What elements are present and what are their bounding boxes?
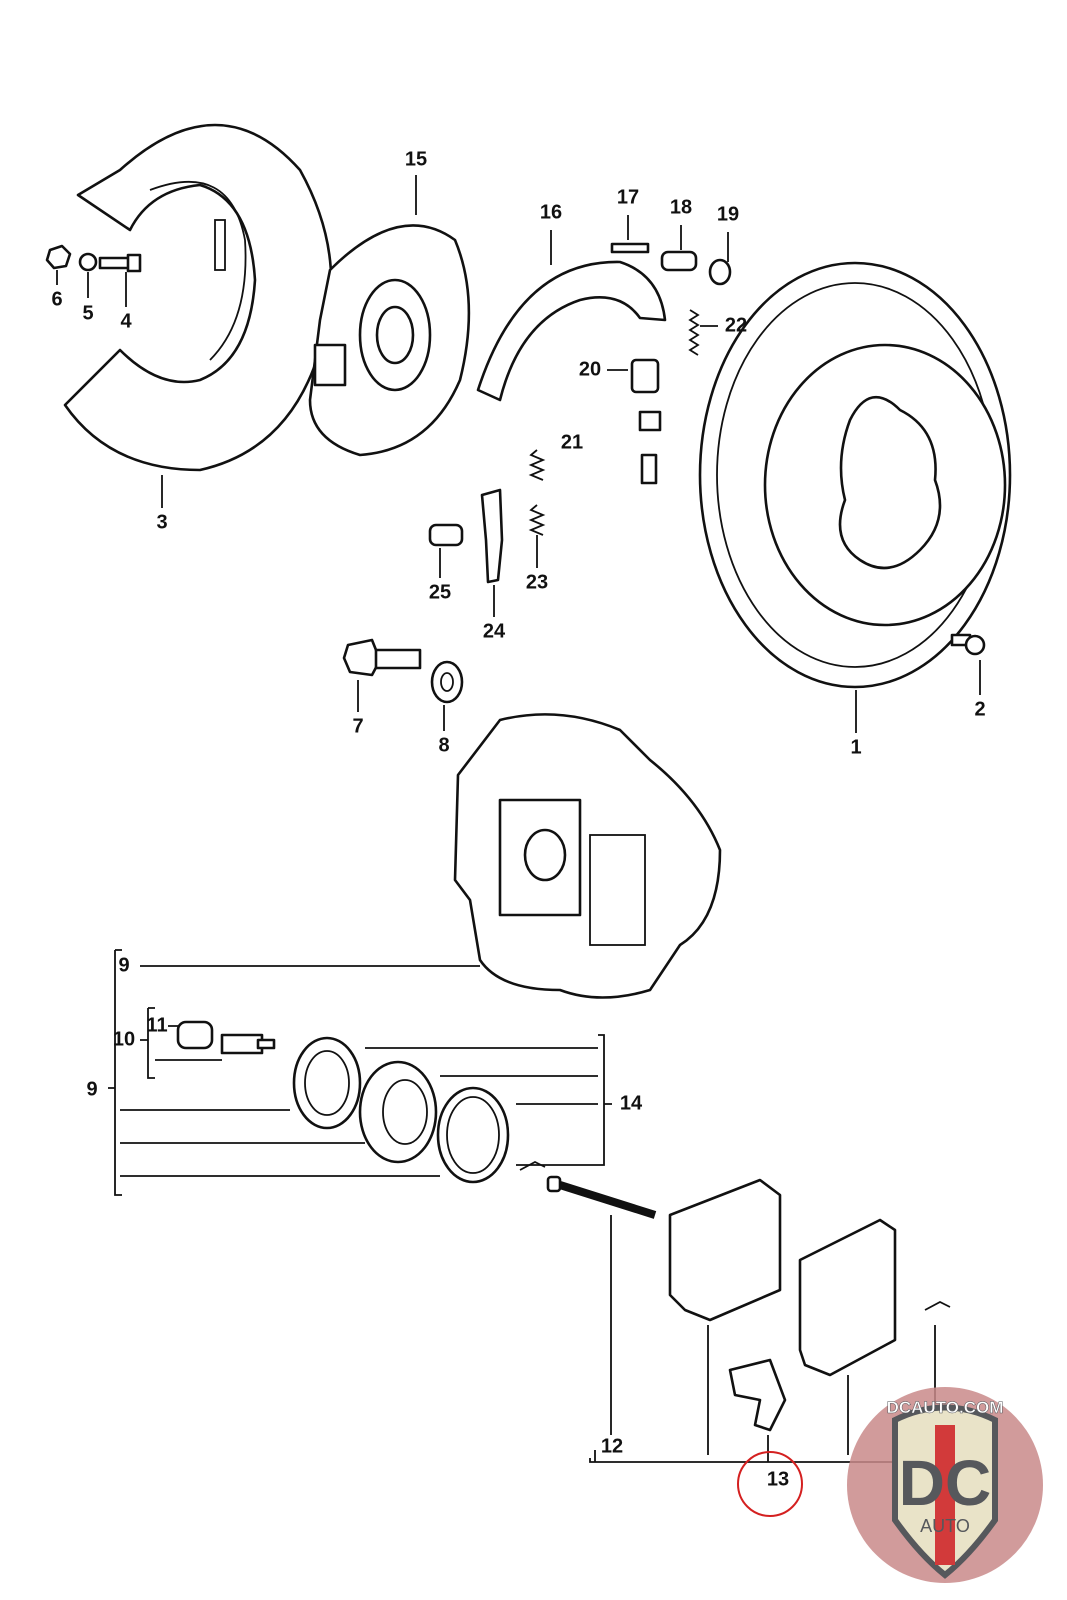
part-21-adjuster-set — [638, 410, 662, 485]
callout-1: 1 — [850, 736, 862, 759]
part-15-backing-plate — [308, 224, 471, 457]
svg-text:AUTO: AUTO — [920, 1516, 970, 1536]
part-14-seal-kit — [292, 1036, 510, 1184]
callout-9-side: 9 — [86, 1078, 98, 1101]
callout-23: 23 — [525, 571, 549, 594]
part-24-lever — [480, 488, 504, 584]
part-25-spring — [428, 523, 464, 547]
part-5-washer — [78, 252, 98, 272]
part-4-bolt — [98, 253, 142, 273]
callout-12: 12 — [600, 1435, 624, 1458]
callout-22: 22 — [724, 314, 748, 337]
callout-25: 25 — [428, 581, 452, 604]
callout-20: 20 — [578, 358, 602, 381]
part-10-bleeder-valve — [220, 1033, 276, 1055]
part-1-brake-rotor — [698, 261, 1012, 689]
callout-18: 18 — [669, 196, 693, 219]
highlight-circle-13 — [737, 1451, 803, 1517]
callout-9-top: 9 — [118, 954, 130, 977]
part-9-brake-caliper — [453, 713, 722, 999]
part-17-pin — [610, 242, 650, 254]
dcauto-logo-watermark: DCAUTO.COM DC AUTO — [847, 1387, 1043, 1583]
part-18-spring — [660, 250, 698, 272]
part-6-nut — [45, 244, 72, 270]
callout-19: 19 — [716, 203, 740, 226]
callout-10: 10 — [112, 1028, 136, 1051]
callout-17: 17 — [616, 186, 640, 209]
svg-text:DC: DC — [899, 1447, 991, 1519]
callout-7: 7 — [352, 715, 364, 738]
part-19-cup — [708, 258, 732, 286]
callout-6: 6 — [51, 288, 63, 311]
part-23-spring — [528, 449, 546, 536]
svg-text:DCAUTO.COM: DCAUTO.COM — [887, 1398, 1004, 1417]
part-11-bleeder-cap — [176, 1020, 214, 1050]
part-8-washer — [430, 660, 464, 704]
callout-24: 24 — [482, 620, 506, 643]
callout-11: 11 — [146, 1014, 168, 1037]
part-13-brake-pads — [668, 1178, 897, 1432]
callout-3: 3 — [156, 511, 168, 534]
callout-15: 15 — [404, 148, 428, 171]
callout-13: 13 — [766, 1468, 790, 1491]
leader-lines — [56, 175, 981, 1463]
part-7-bolt — [342, 638, 422, 677]
part-3-dust-shield — [63, 123, 333, 472]
part-20-adjuster — [630, 358, 660, 394]
part-22-spring — [688, 309, 700, 356]
callout-2: 2 — [974, 698, 986, 721]
callout-14: 14 — [619, 1092, 643, 1115]
callout-5: 5 — [82, 302, 94, 325]
part-16-brake-shoe — [476, 260, 667, 402]
callout-8: 8 — [438, 734, 450, 757]
callout-21: 21 — [560, 431, 584, 454]
part-2-screw — [950, 633, 986, 656]
callout-16: 16 — [539, 201, 563, 224]
callout-4: 4 — [120, 310, 132, 333]
